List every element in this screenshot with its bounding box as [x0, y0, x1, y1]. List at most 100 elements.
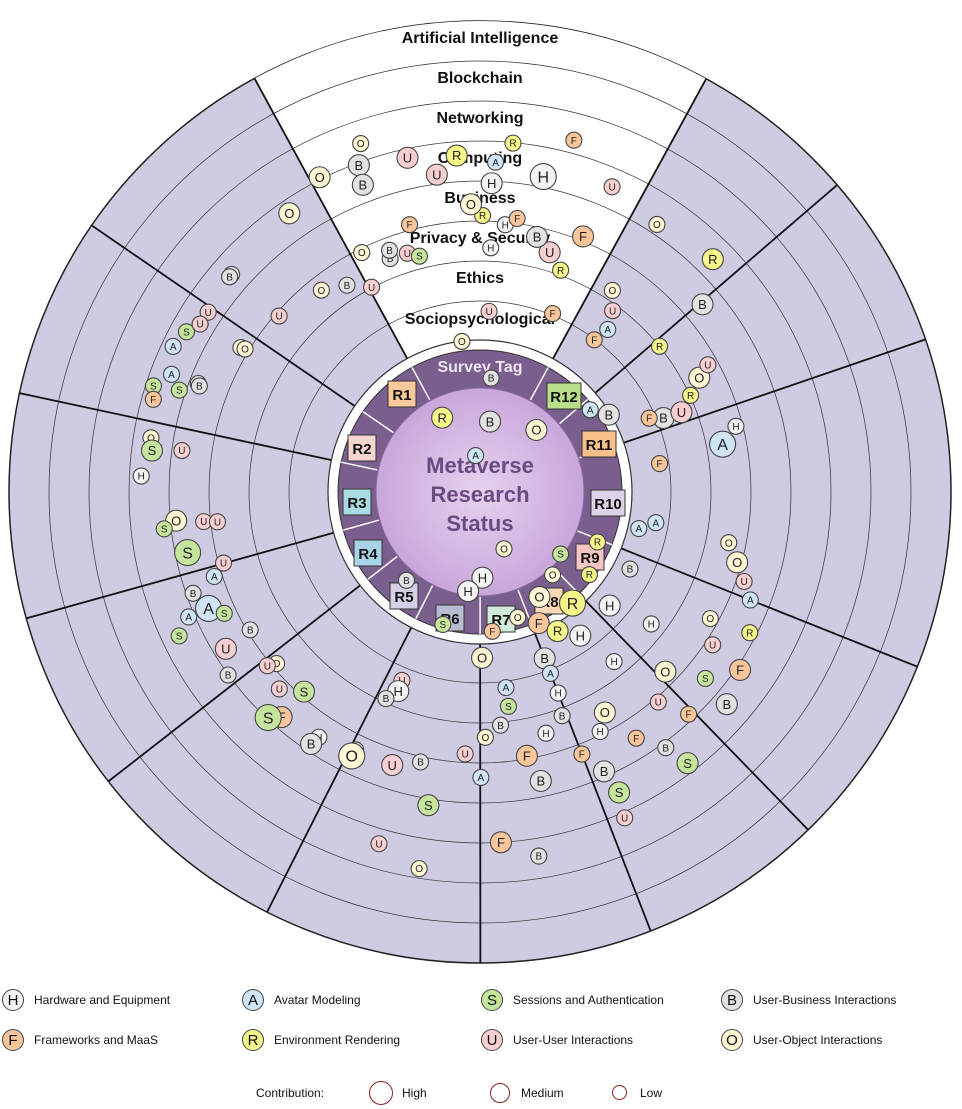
metaverse-diagram: Artificial IntelligenceBlockchainNetwork…: [8, 20, 952, 964]
category-wedge: [254, 21, 707, 361]
user-user-icon: U: [481, 1029, 503, 1051]
marker-code: S: [416, 252, 423, 263]
marker-code: O: [358, 248, 366, 259]
marker-code: R: [437, 410, 446, 425]
contribution-medium-label: Medium: [521, 1086, 564, 1100]
marker-code: U: [276, 685, 283, 696]
marker-code: U: [608, 182, 615, 193]
marker-code: B: [403, 576, 410, 587]
contribution-marker: [487, 153, 505, 171]
survey-tag-text: R5: [394, 589, 413, 606]
contribution-marker: [603, 178, 621, 196]
marker-code: F: [657, 459, 663, 470]
contribution-marker: [592, 760, 616, 783]
survey-tag-text: R9: [580, 550, 599, 567]
contribution-marker: [467, 446, 485, 465]
legend-item-avatar: A Avatar Modeling: [242, 989, 361, 1011]
marker-code: B: [488, 374, 495, 385]
marker-code: R: [452, 148, 461, 163]
contribution-marker: [627, 729, 645, 747]
marker-code: F: [646, 414, 652, 425]
contribution-marker: [649, 693, 667, 711]
contribution-marker: [670, 401, 693, 424]
hardware-icon: H: [2, 989, 24, 1011]
marker-code: A: [478, 773, 485, 784]
marker-code: U: [704, 360, 711, 371]
contribution-marker: [214, 554, 233, 572]
contribution-marker: [569, 624, 592, 647]
marker-code: R: [586, 570, 593, 581]
marker-code: F: [550, 309, 556, 320]
marker-code: H: [610, 657, 617, 668]
contribution-marker: [497, 679, 515, 697]
marker-code: B: [355, 158, 364, 173]
category-label: Artificial Intelligence: [402, 30, 559, 47]
legend-label: User-User Interactions: [513, 1033, 634, 1047]
marker-code: S: [615, 785, 624, 800]
marker-code: A: [747, 596, 754, 607]
contribution-marker: [682, 386, 700, 404]
marker-code: O: [415, 864, 423, 875]
contribution-marker: [219, 666, 237, 684]
tag-divider: [559, 398, 589, 425]
contribution-low-label: Low: [640, 1086, 663, 1100]
marker-code: B: [358, 178, 367, 193]
contribution-marker: [504, 134, 522, 152]
marker-code: B: [247, 625, 254, 636]
contribution-marker: [380, 241, 399, 259]
contribution-marker: [241, 621, 259, 639]
marker-code: U: [196, 320, 203, 331]
marker-code: S: [183, 327, 190, 338]
contribution-marker: [591, 722, 609, 741]
marker-code: U: [609, 306, 616, 317]
marker-code: H: [478, 570, 487, 585]
contribution-marker: [603, 281, 621, 299]
contribution-marker: [558, 589, 587, 617]
marker-code: F: [407, 220, 413, 231]
marker-code: O: [653, 220, 661, 231]
tag-divider: [411, 366, 431, 401]
marker-code: R: [746, 628, 753, 639]
marker-code: U: [432, 167, 441, 182]
contribution-marker: [616, 809, 634, 827]
contribution-marker: [597, 403, 620, 426]
marker-code: R: [656, 342, 663, 353]
contribution-marker: [696, 669, 714, 687]
marker-code: B: [533, 230, 542, 245]
category-label: Ethics: [456, 270, 504, 287]
marker-code: B: [559, 711, 566, 722]
contribution-marker: [482, 239, 500, 257]
contribution-marker: [397, 571, 416, 589]
contribution-marker: [509, 608, 527, 626]
contribution-marker: [471, 566, 494, 589]
contribution-marker: [541, 664, 560, 682]
marker-code: S: [557, 550, 564, 561]
marker-code: H: [576, 628, 585, 643]
contribution-marker: [573, 745, 591, 763]
contribution-marker: [434, 615, 452, 633]
contribution-marker: [180, 608, 198, 626]
contribution-marker: [270, 680, 288, 698]
contribution-marker: [552, 261, 570, 279]
contribution-marker: [417, 794, 440, 817]
marker-code: R: [553, 624, 562, 639]
contribution-marker: [155, 520, 173, 538]
marker-code: O: [318, 286, 326, 297]
survey-tag-text: R11: [586, 437, 613, 454]
marker-code: A: [653, 518, 660, 529]
marker-code: H: [394, 684, 403, 699]
marker-code: O: [600, 705, 610, 720]
contribution-marker: [605, 653, 623, 671]
legend-label: User-Business Interactions: [753, 993, 897, 1007]
marker-code: O: [147, 433, 155, 444]
contribution-marker: [221, 268, 239, 286]
category-label: Sociopsychological: [405, 311, 555, 328]
contribution-marker: [529, 163, 557, 191]
marker-code: O: [609, 286, 617, 297]
survey-tag-box: [353, 539, 383, 567]
marker-code: O: [241, 345, 249, 356]
marker-code: B: [307, 737, 316, 752]
contribution-marker: [508, 209, 526, 228]
marker-code: B: [497, 721, 504, 732]
marker-code: A: [211, 572, 218, 583]
